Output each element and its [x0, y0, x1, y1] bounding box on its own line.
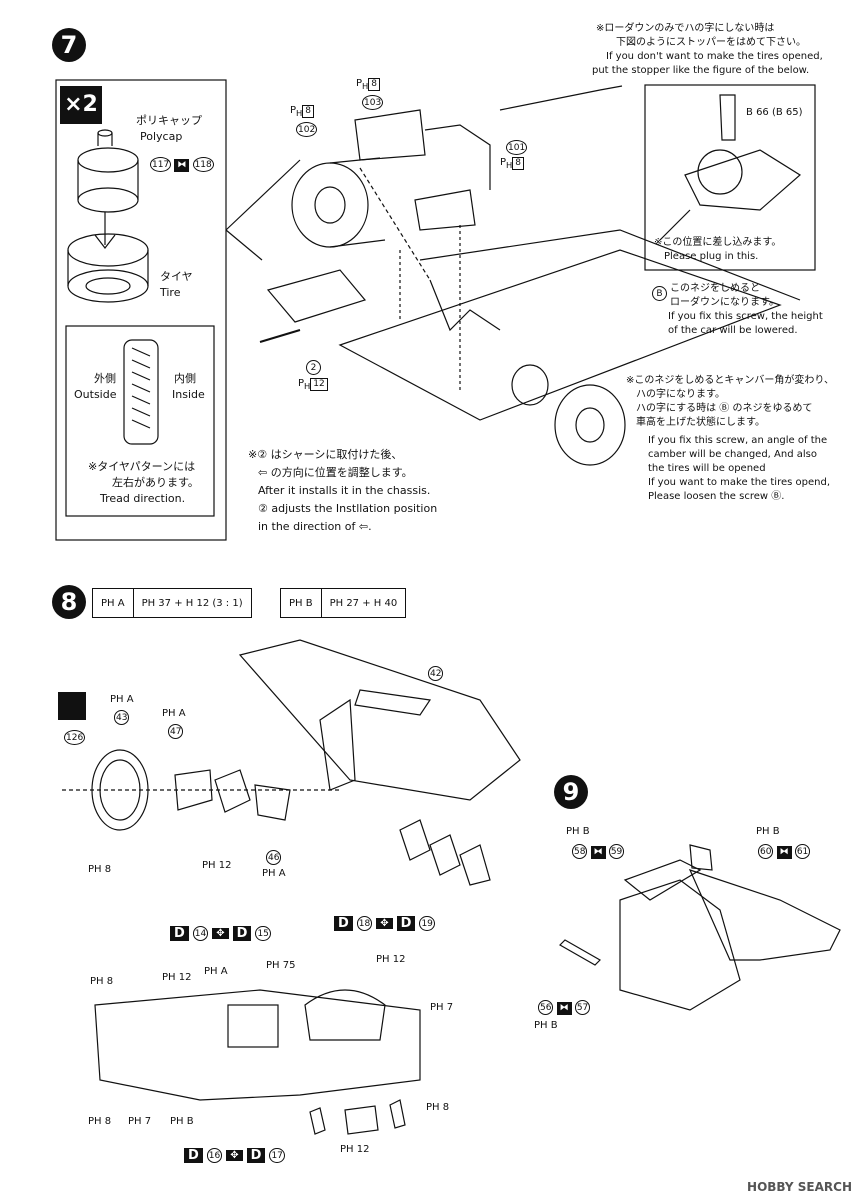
seat-parts-56-57: 56 ⧓ 57 [538, 1000, 591, 1015]
dash-pha: PH A [204, 966, 228, 977]
seat-parts-58-59: 58 ⧓ 59 [572, 844, 625, 859]
tread-note-jp-1: ※タイヤパターンには [88, 460, 196, 473]
polycap-parts: 117 ⧓ 118 [150, 157, 214, 172]
adjust-note-jp-1: ※② はシャーシに取付けた後、 [248, 448, 403, 461]
ph8-label-8a: PH 8 [88, 864, 112, 875]
inset-part-label: B 66 (B 65) [746, 107, 803, 118]
adjust-note-jp-2: ⇦ の方向に位置を調整します。 [258, 466, 413, 479]
part-126: 126 [64, 730, 86, 745]
dash-ph7-a: PH 7 [430, 1002, 454, 1013]
inset-note-en: Please plug in this. [664, 251, 759, 262]
lower-dashboard-outline [94, 989, 421, 1101]
camber-note-en-4: If you want to make the tires opend, [648, 477, 831, 488]
lowdown-note-jp-2: ローダウンになります。 [670, 297, 779, 308]
dash-ph8-b: PH 8 [88, 1116, 112, 1127]
seat-parts-60-61: 60 ⧓ 61 [758, 844, 811, 859]
camber-note-jp-4: 車高を上げた状態にします。 [636, 417, 765, 428]
cement-icon [58, 692, 86, 720]
inside-label-jp: 内側 [174, 372, 196, 385]
part-101: 101 [506, 140, 528, 155]
paint-a-code: PH A [101, 597, 125, 609]
camber-note-en-3: the tires will be opened [648, 463, 766, 474]
stopper-note-jp-2: 下図のようにストッパーをはめて下さい。 [616, 37, 806, 48]
camber-note-en-1: If you fix this screw, an angle of the [648, 435, 828, 446]
part-42: 42 [428, 666, 444, 681]
pha-label-1: PH A [110, 694, 134, 705]
outside-label-en: Outside [74, 388, 117, 401]
dash-ph12-c: PH 12 [340, 1144, 370, 1155]
part-103: 103 [362, 95, 384, 110]
inset-note-jp: ※この位置に差し込みます。 [654, 237, 782, 248]
part-102: 102 [296, 122, 318, 137]
part-2: 2 [306, 360, 321, 375]
polycap-label-jp: ポリキャップ [136, 114, 202, 127]
paint-b-code: PH B [289, 597, 313, 609]
seat-phb-3: PH B [534, 1020, 558, 1031]
lowdown-note-jp-1: このネジをしめると [670, 283, 760, 294]
tire-label-jp: タイヤ [160, 270, 193, 283]
stopper-note-jp-1: ※ローダウンのみでハの字にしない時は [596, 23, 775, 34]
dash-phb: PH B [170, 1116, 194, 1127]
dashboard-outline [238, 639, 521, 801]
lowdown-note-en-2: of the car will be lowered. [668, 325, 798, 336]
paint-mix-box-b: PH B PH 27 + H 40 [280, 588, 407, 618]
tread-note-en: Tread direction. [100, 492, 186, 505]
dash-ph7-b: PH 7 [128, 1116, 152, 1127]
inside-label-en: Inside [172, 388, 205, 401]
or-icon: ⧓ [174, 159, 190, 172]
screw-b-marker: B [652, 286, 667, 301]
polycap-label-en: Polycap [140, 130, 183, 143]
dash-ph75: PH 75 [266, 960, 296, 971]
tire-label-en: Tire [160, 286, 181, 299]
outside-label-jp: 外側 [94, 372, 116, 385]
stopper-inset-frame [644, 84, 816, 271]
seat-phb-2: PH B [756, 826, 780, 837]
step-9-number: 9 [554, 775, 588, 809]
dash-ph8-a: PH 8 [90, 976, 114, 987]
paint-mix-box-a: PH A PH 37 + H 12 (3 : 1) [92, 588, 252, 618]
dash-ph12-a: PH 12 [162, 972, 192, 983]
quantity-x2-badge: ×2 [60, 86, 102, 124]
part-43: 43 [114, 710, 130, 725]
watermark: HOBBY SEARCH [747, 1180, 852, 1194]
step-7-number: 7 [52, 28, 86, 62]
camber-note-en-2: camber will be changed, And also [648, 449, 817, 460]
camber-note-en-5: Please loosen the screw Ⓑ. [648, 491, 785, 502]
camber-note-jp-2: ハの字になります。 [636, 389, 725, 400]
dash-ph12-b: PH 12 [376, 954, 406, 965]
pha-label-2: PH A [162, 708, 186, 719]
part-47: 47 [168, 724, 184, 739]
seat-phb-1: PH B [566, 826, 590, 837]
paint-a-mix: PH 37 + H 12 (3 : 1) [141, 597, 243, 609]
paint-b-mix: PH 27 + H 40 [329, 597, 398, 609]
lowdown-note-en-1: If you fix this screw, the height [668, 311, 823, 322]
stopper-note-en-1: If you don't want to make the tires open… [606, 51, 823, 62]
dash-ph8-c: PH 8 [426, 1102, 450, 1113]
stopper-note-en-2: put the stopper like the figure of the b… [592, 65, 810, 76]
part-117: 117 [150, 157, 172, 172]
adjust-note-en-1: After it installs it in the chassis. [258, 484, 431, 497]
ph12-label-8a: PH 12 [202, 860, 232, 871]
step-8-number: 8 [52, 585, 86, 619]
seat-outline [619, 879, 741, 1011]
tread-note-jp-2: 左右があります。 [112, 476, 199, 489]
part-46: 46 [266, 850, 282, 865]
pha-label-3: PH A [262, 868, 286, 879]
adjust-note-en-3: in the direction of ⇦. [258, 520, 372, 533]
tread-box [65, 325, 215, 517]
adjust-note-en-2: ② adjusts the Instllation position [258, 502, 438, 515]
part-118: 118 [192, 157, 214, 172]
camber-note-jp-1: ※このネジをしめるとキャンバー角が変わり、 [626, 375, 834, 386]
polycap-box-frame [55, 79, 227, 541]
camber-note-jp-3: ハの字にする時は Ⓑ のネジをゆるめて [636, 403, 813, 414]
